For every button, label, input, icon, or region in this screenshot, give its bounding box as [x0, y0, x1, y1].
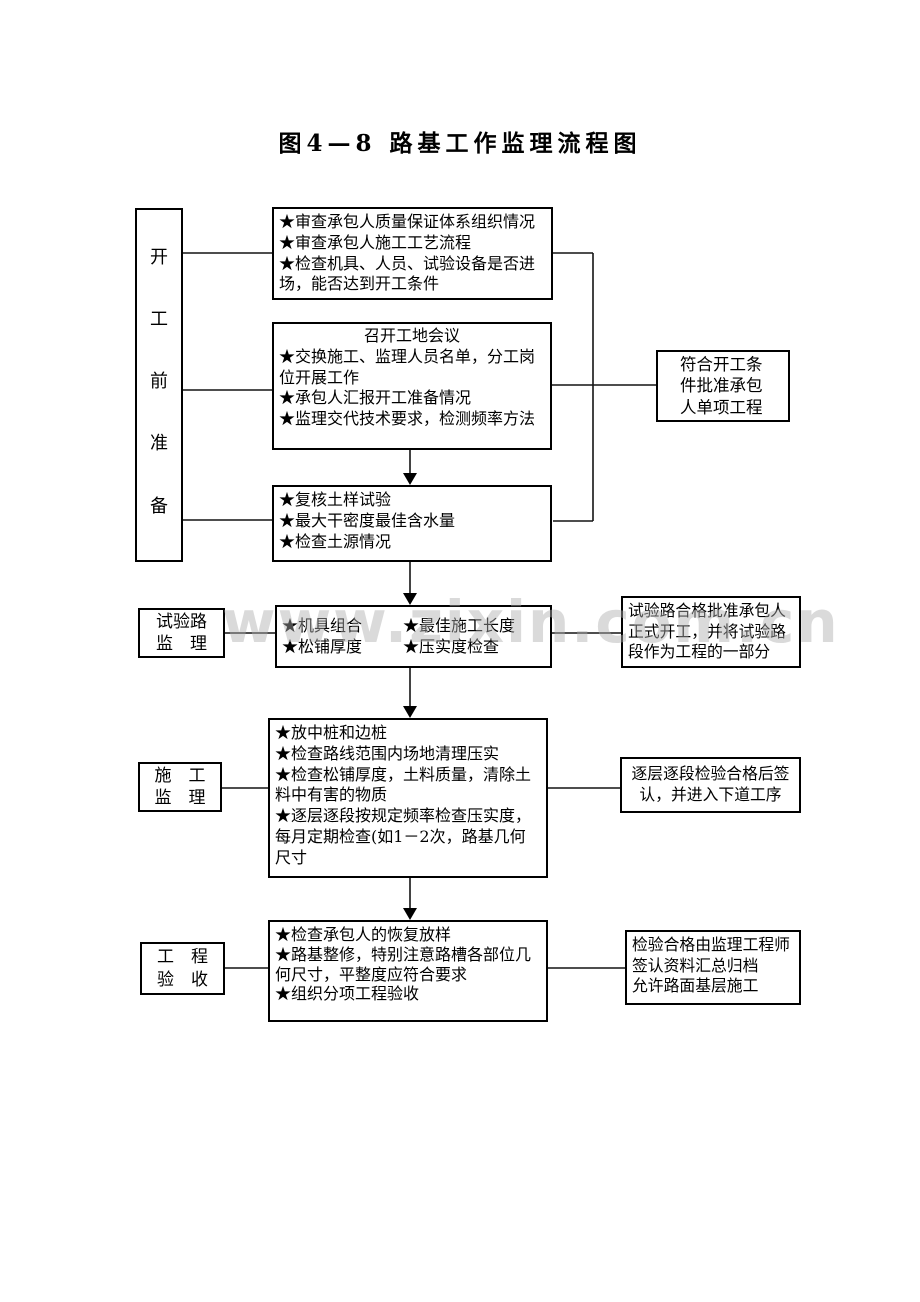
stage-char: 工	[150, 309, 168, 331]
box-line: ★监理交代技术要求，检测频率方法	[279, 409, 536, 429]
flow-box-soil: ★复核土样试验 ★最大干密度最佳含水量 ★检查土源情况	[272, 485, 552, 562]
flow-box-review: ★审查承包人质量保证体系组织情况 ★审查承包人施工工艺流程 ★检查机具、人员、试…	[272, 207, 553, 300]
box-line: ★检查路线范围内场地清理压实	[275, 743, 500, 763]
box-line: 签认资料汇总归档	[632, 955, 759, 975]
arrowheads	[403, 473, 417, 920]
box-line: ★逐层逐段按规定频率检查压实度，每月定期检查(如1－2次，路基几何尺寸	[275, 806, 532, 867]
box-line: ★最佳施工长度	[402, 615, 515, 635]
flow-box-archive: 检验合格由监理工程师 签认资料汇总归档 允许路面基层施工	[625, 930, 801, 1005]
flow-box-equipment: ★机具组合 ★松铺厚度 ★最佳施工长度 ★压实度检查	[275, 605, 552, 668]
box-line: ★检查土源情况	[279, 531, 392, 551]
box-line: 逐层逐段检验合格后签认，并进入下道工序	[631, 764, 790, 804]
stage-box-prep: 开 工 前 准 备	[135, 208, 183, 562]
box-title: 召开工地会议	[363, 326, 460, 345]
box-line: 允许路面基层施工	[632, 976, 759, 996]
box-line: ★路基整修，特别注意路槽各部位几 何尺寸，平整度应符合要求	[275, 944, 532, 984]
stage-box-acceptance: 工 程 验 收	[140, 942, 225, 995]
box-line: ★交换施工、监理人员名单，分工岗位开展工作	[279, 346, 536, 387]
stage-box-trial: 试验路 监 理	[138, 608, 225, 658]
stage-label: 监 理	[156, 634, 207, 654]
box-line: ★复核土样试验	[279, 490, 392, 509]
flow-box-sign: 逐层逐段检验合格后签认，并进入下道工序	[620, 757, 801, 813]
flow-box-meeting: 召开工地会议 ★交换施工、监理人员名单，分工岗位开展工作 ★承包人汇报开工准备情…	[272, 322, 552, 450]
box-line: ★检查承包人的恢复放样	[275, 925, 452, 944]
box-line: 试验路合格批准承包人正式开工，并将试验路段作为工程的一部分	[628, 601, 786, 662]
stage-label: 验 收	[157, 969, 208, 990]
flow-box-final-inspection: ★检查承包人的恢复放样 ★路基整修，特别注意路槽各部位几 何尺寸，平整度应符合要…	[268, 920, 548, 1022]
box-line: ★放中桩和边桩	[275, 723, 388, 742]
box-line: ★机具组合	[282, 615, 363, 635]
box-line: ★压实度检查	[402, 636, 499, 656]
stage-char: 准	[150, 433, 168, 455]
page-title: 图4—8 路基工作监理流程图	[278, 130, 642, 157]
box-line: ★最大干密度最佳含水量	[279, 510, 456, 530]
box-line: ★审查承包人质量保证体系组织情况	[279, 212, 536, 231]
flow-box-main-supervision: ★放中桩和边桩 ★检查路线范围内场地清理压实 ★检查松铺厚度，土料质量，清除土料…	[268, 718, 548, 878]
flow-box-approve: 符合开工条件批准承包人单项工程	[656, 350, 790, 422]
box-line: ★组织分项工程验收	[275, 984, 420, 1004]
box-line: ★审查承包人施工工艺流程	[279, 232, 472, 252]
box-line: 符合开工条件批准承包人单项工程	[680, 354, 763, 417]
box-line: ★松铺厚度	[282, 636, 363, 656]
box-line: ★承包人汇报开工准备情况	[279, 388, 472, 408]
stage-label: 试验路	[156, 611, 207, 632]
stage-label: 施 工	[154, 765, 206, 786]
stage-label: 监 理	[154, 788, 206, 808]
flow-box-trial-result: 试验路合格批准承包人正式开工，并将试验路段作为工程的一部分	[621, 596, 801, 668]
box-line: ★检查松铺厚度，土料质量，清除土料中有害的物质	[275, 764, 532, 805]
stage-box-construction: 施 工 监 理	[138, 762, 222, 812]
box-line: 检验合格由监理工程师	[632, 935, 790, 954]
box-line: ★检查机具、人员、试验设备是否进场，能否达到开工条件	[279, 253, 536, 294]
stage-label: 工 程	[157, 947, 208, 968]
stage-char: 前	[150, 371, 168, 393]
stage-char: 开	[150, 247, 168, 268]
stage-char: 备	[150, 495, 168, 517]
